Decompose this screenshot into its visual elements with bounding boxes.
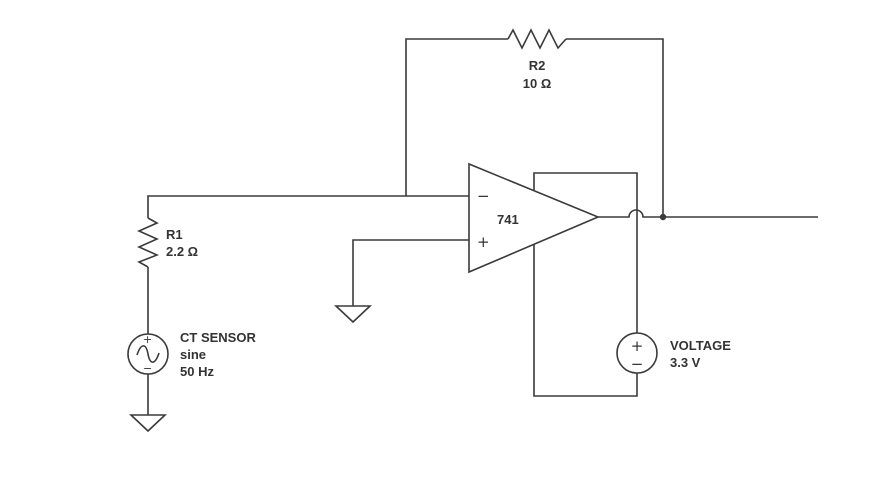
voltage-value-label: 3.3 V [670, 355, 701, 370]
wire-feedback-left [405, 38, 508, 196]
voltage-minus-sign: − [631, 355, 644, 373]
resistor-r1 [137, 217, 160, 268]
ct-sensor-minus-sign: − [143, 362, 152, 375]
ground-triangle-sensor [128, 414, 168, 433]
ground-triangle [333, 305, 373, 324]
sine-wave-icon [136, 345, 160, 363]
wire-supply-top [533, 172, 638, 333]
dc-voltage-source [616, 332, 658, 374]
wire-supply-bottom [533, 243, 638, 397]
ct-sensor-name-label: CT SENSOR [180, 330, 256, 345]
junction-dot [659, 213, 667, 221]
wire-output [598, 209, 818, 218]
opamp-triangle [468, 162, 601, 274]
resistor-r2 [507, 28, 567, 50]
voltage-source-circle [616, 332, 658, 374]
r1-value-label: 2.2 Ω [166, 244, 198, 259]
r1-name-label: R1 [166, 227, 183, 242]
ct-sensor-plus-sign: + [143, 333, 152, 346]
ct-sensor-source [127, 333, 169, 375]
r2-zigzag [507, 28, 567, 50]
r2-value-label: 10 Ω [523, 76, 552, 91]
r1-zigzag [137, 217, 160, 268]
r2-name-label: R2 [529, 58, 546, 73]
wire-feedback-right [566, 38, 664, 217]
ct-sensor-frequency-label: 50 Hz [180, 364, 214, 379]
opamp-741 [468, 162, 601, 274]
opamp-name-label: 741 [497, 212, 519, 227]
wire-r1-to-inverting-input [147, 195, 469, 218]
wires [147, 38, 818, 415]
wire-noninv-to-ground [352, 239, 469, 306]
voltage-plus-sign: + [631, 337, 644, 355]
ground-symbol-opamp [333, 305, 373, 324]
ct-sensor-waveform-label: sine [180, 347, 206, 362]
ground-symbol-sensor [128, 414, 168, 433]
opamp-inverting-sign: − [477, 187, 490, 205]
voltage-name-label: VOLTAGE [670, 338, 731, 353]
opamp-noninverting-sign: + [477, 233, 490, 251]
